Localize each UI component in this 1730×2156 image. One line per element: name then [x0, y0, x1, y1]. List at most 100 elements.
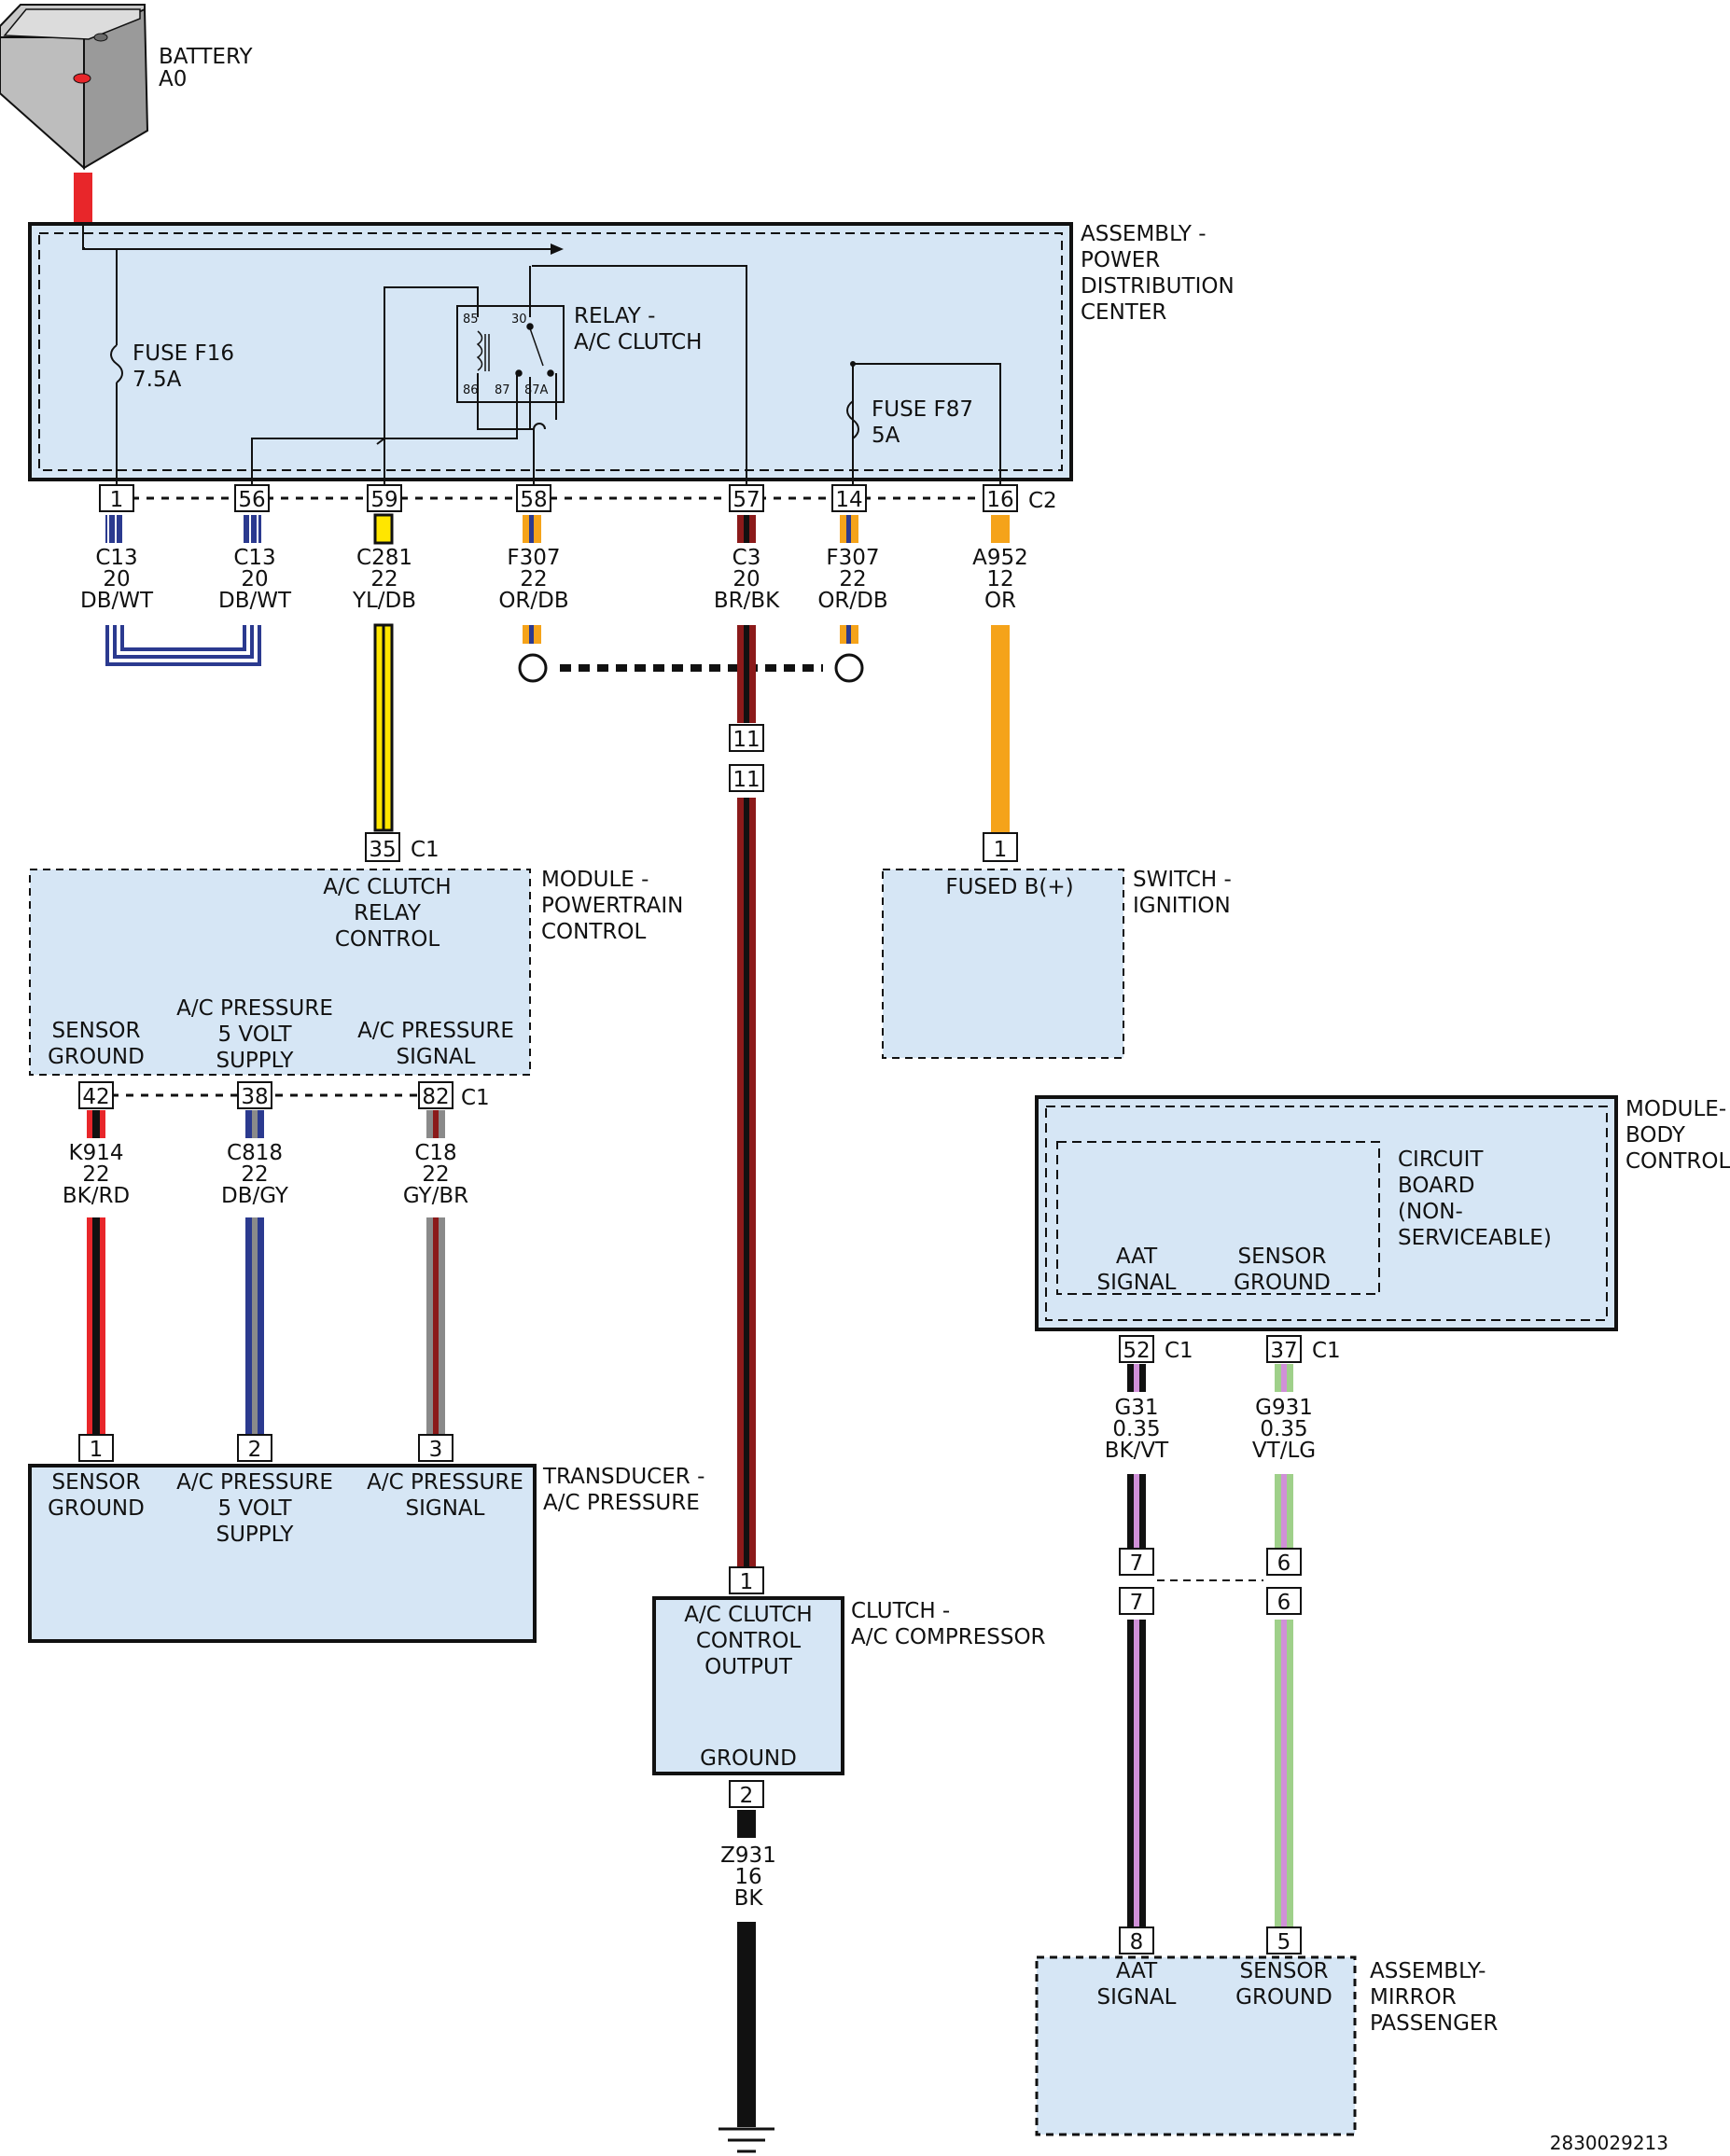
transducer-pin-label: 3 [429, 1438, 443, 1462]
clutch-func-top-3: OUTPUT [705, 1655, 793, 1679]
top-wire-circuit: C13 [233, 546, 275, 570]
relay-pin-87: 87 [495, 383, 510, 397]
bcm-name-2: BODY [1625, 1123, 1686, 1148]
mirror-func-1a: AAT [1116, 1959, 1158, 1983]
passenger-mirror-assembly: 8 5 AAT SIGNAL SENSOR GROUND ASSEMBLY- M… [1035, 1926, 1498, 2136]
pcm-pin-box [78, 1081, 114, 1109]
mirror-func-2b: GROUND [1235, 1985, 1332, 2010]
pdc-pin-box [99, 484, 134, 512]
top-wire-labels: C1320DB/WTC1320DB/WTC28122YL/DBF30722OR/… [80, 546, 1028, 613]
transducer-pin-label: 1 [90, 1438, 104, 1462]
inline-pin-6-b: 6 [1277, 1591, 1291, 1615]
transducer-pin-box [237, 1434, 272, 1462]
battery: BATTERY A0 [0, 4, 253, 224]
bcm-wire-color: BK/VT [1105, 1439, 1169, 1463]
ground-icon [719, 2127, 774, 2153]
top-wire-gauge: 20 [103, 567, 130, 591]
transducer-name-1: TRANSDUCER - [542, 1465, 705, 1489]
pcm-func-1b: GROUND [48, 1045, 145, 1069]
bcm-name-3: CONTROL [1625, 1149, 1730, 1174]
pdc-pin-label: 16 [986, 488, 1013, 512]
mirror-inline-connector: 7 6 7 6 [1119, 1548, 1302, 1615]
ignition-name-1: SWITCH - [1133, 868, 1232, 892]
body-control-module: CIRCUIT BOARD (NON- SERVICEABLE) AAT SIG… [1035, 1095, 1730, 1363]
splice-dot [850, 361, 856, 367]
pcm-name-2: POWERTRAIN [541, 894, 683, 918]
inline-pin-11-b: 11 [732, 768, 760, 792]
pdc-pin-label: 56 [238, 488, 265, 512]
bcm-board-1: CIRCUIT [1398, 1148, 1484, 1172]
pcm-wire-circuit: C18 [414, 1141, 456, 1165]
pcm-pin-label: 42 [82, 1085, 109, 1109]
inline-pin-11-a: 11 [732, 728, 760, 752]
pcm-name-3: CONTROL [541, 920, 647, 944]
pcm-func-3b: SIGNAL [397, 1045, 476, 1069]
pcm-input-pin: 35 [369, 838, 396, 862]
wire-f307-loop [518, 515, 864, 683]
wire-c281 [373, 513, 394, 832]
top-wire-color: BR/BK [714, 589, 780, 613]
pcm-func-2a: A/C PRESSURE [176, 996, 333, 1021]
pdc-name-1: ASSEMBLY - [1081, 222, 1207, 246]
pdc-name-4: CENTER [1081, 300, 1166, 325]
top-wire-color: DB/WT [80, 589, 154, 613]
ignition-pin: 1 [994, 838, 1008, 862]
relay-name-2: A/C CLUTCH [574, 330, 702, 355]
inline-pin-6-a: 6 [1277, 1551, 1291, 1576]
pdc-pin-box [516, 484, 551, 512]
relay-pin-87a: 87A [524, 383, 549, 397]
bcm-name-1: MODULE- [1625, 1097, 1726, 1121]
mirror-pin-8: 8 [1130, 1930, 1144, 1954]
transducer-name-2: A/C PRESSURE [543, 1491, 700, 1515]
bcm-connector-1: C1 [1165, 1339, 1193, 1363]
pdc-pin-label: 57 [732, 488, 760, 512]
ignition-switch: 1 FUSED B(+) SWITCH - IGNITION [882, 832, 1232, 1059]
clutch-name-1: CLUTCH - [851, 1599, 950, 1623]
pdc-pin-box [983, 484, 1018, 512]
ignition-function: FUSED B(+) [945, 875, 1073, 899]
bcm-connector-2: C1 [1312, 1339, 1341, 1363]
pcm-func-2b: 5 VOLT [217, 1022, 292, 1047]
transducer-pin-box [418, 1434, 453, 1462]
top-wire-gauge: 22 [839, 567, 866, 591]
mirror-func-2a: SENSOR [1239, 1959, 1328, 1983]
fuse-f16-rating: 7.5A [133, 368, 182, 392]
ac-compressor-clutch: 1 A/C CLUTCH CONTROL OUTPUT GROUND CLUTC… [652, 1566, 1046, 2153]
pdc-pin-box [729, 484, 764, 512]
bcm-pin-52: 52 [1123, 1339, 1150, 1363]
mirror-name-1: ASSEMBLY- [1370, 1959, 1486, 1983]
transducer-func-1b: GROUND [48, 1496, 145, 1521]
pcm-wire-circuit: C818 [227, 1141, 283, 1165]
wires-top [105, 513, 1010, 1572]
pdc-internal-wiring [82, 224, 1001, 489]
bcm-wire-color: VT/LG [1252, 1439, 1316, 1463]
pcm-func-2c: SUPPLY [216, 1049, 295, 1073]
bcm-func-2a: SENSOR [1237, 1245, 1326, 1269]
battery-name: BATTERY [159, 45, 253, 69]
transducer-func-1a: SENSOR [51, 1470, 140, 1495]
ground-wire-gauge: 16 [734, 1865, 761, 1889]
pdc-name-3: DISTRIBUTION [1081, 274, 1235, 299]
top-wire-gauge: 12 [986, 567, 1013, 591]
mirror-pin-5: 5 [1277, 1930, 1291, 1954]
pcm-pin-box [418, 1081, 453, 1109]
pdc-name-2: POWER [1081, 248, 1160, 272]
pcm-name-1: MODULE - [541, 868, 649, 892]
fuse-f87-name: FUSE F87 [872, 397, 973, 422]
pcm-func-top-1: A/C CLUTCH [323, 875, 451, 899]
bcm-func-1a: AAT [1116, 1245, 1158, 1269]
pdc-pin-label: 1 [110, 488, 124, 512]
powertrain-control-module: 35 C1 A/C CLUTCH RELAY CONTROL SENSOR GR… [29, 832, 683, 1110]
pcm-wire-gauge: 22 [82, 1162, 109, 1187]
pcm-input-connector: C1 [411, 838, 439, 862]
pcm-wire-color: BK/RD [63, 1184, 130, 1208]
mirror-name-3: PASSENGER [1370, 2011, 1498, 2036]
pdc-pin-box [234, 484, 270, 512]
transducer-func-2c: SUPPLY [216, 1523, 295, 1547]
top-wire-color: OR [984, 589, 1016, 613]
fuse-f87-rating: 5A [872, 424, 900, 448]
